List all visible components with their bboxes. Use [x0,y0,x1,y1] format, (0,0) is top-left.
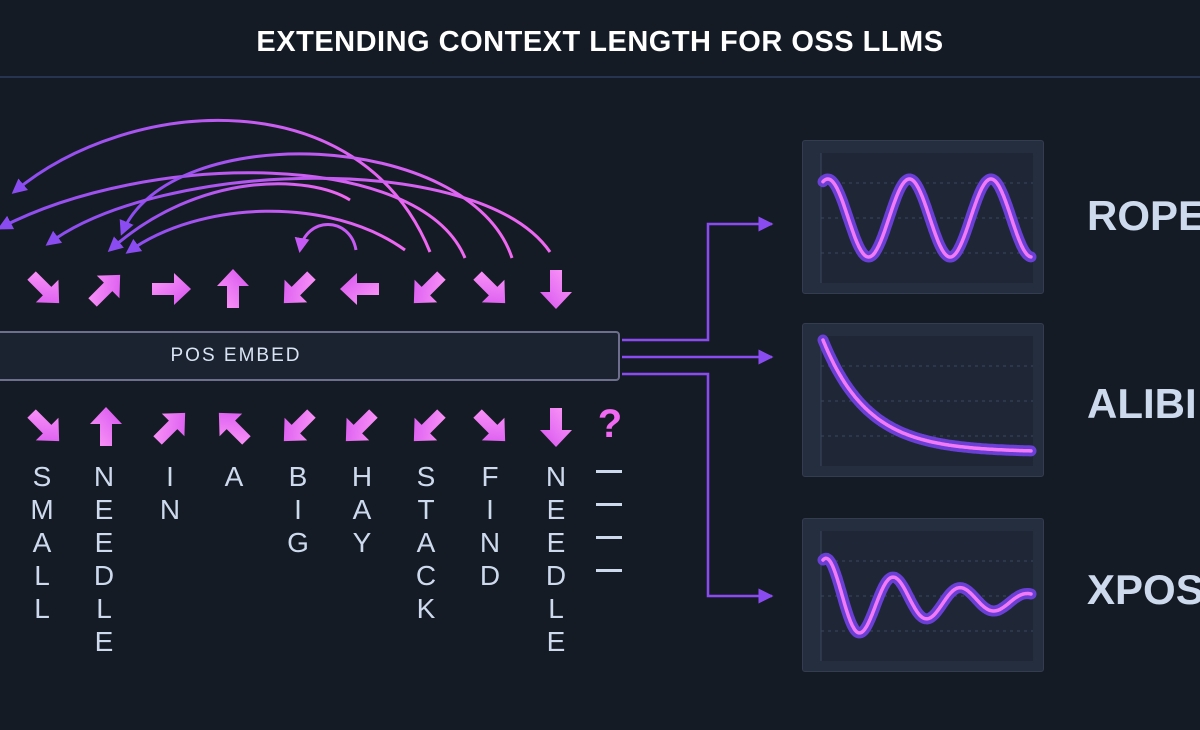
rope-chart-card [802,140,1044,294]
blank-token [596,536,622,539]
token-letter: E [546,494,566,525]
top-arrow-down-icon [540,270,572,309]
attention-arc [45,176,552,253]
token-letter: D [545,560,567,591]
page-title: EXTENDING CONTEXT LENGTH FOR OSS LLMS [256,26,944,58]
attention-arc [125,209,406,254]
token-letter: E [94,626,114,657]
token-letter: I [486,494,494,525]
token-letter: A [416,527,436,558]
token-letter: L [34,560,50,591]
attention-arc [0,171,467,259]
connector-xpos [622,372,774,604]
blank-token [596,470,622,473]
token-letter: S [416,461,436,492]
attention-arc-short [294,223,358,253]
pos-embed-bar: POS EMBED [0,331,620,381]
bottom-position-arrows [27,407,572,447]
top-arrow-down-left-icon [283,271,316,304]
token-letter: I [294,494,302,525]
token-letter: E [94,494,114,525]
top-arrow-up-icon [217,269,249,308]
token-letter: L [96,593,112,624]
top-arrow-up-right-icon [88,274,121,307]
token-letter: F [481,461,499,492]
token-letter: H [351,461,373,492]
token-letter: G [287,527,309,558]
token-letter: N [479,527,501,558]
token-letter: N [545,461,567,492]
xpos-curve [821,556,1033,635]
token-letter: D [479,560,501,591]
alibi-curve [821,338,1033,453]
top-arrow-down-right-icon [27,271,60,304]
bottom-arrow-down-left-icon [283,409,316,442]
header-divider [0,76,1200,78]
bottom-arrow-up-left-icon [218,412,251,445]
method-label-rope: ROPE [1087,192,1200,239]
token-letter: I [166,461,174,492]
xpos-chart-card [802,518,1044,672]
bottom-arrow-down-left-icon [345,409,378,442]
token-letter: N [93,461,115,492]
token-word: A [214,460,254,493]
pos-embed-label: POS EMBED [170,345,302,366]
blank-tokens [596,470,622,602]
bottom-arrow-up-icon [90,407,122,446]
token-letter: Y [352,527,372,558]
top-arrow-right-icon [152,273,191,305]
bottom-arrow-down-icon [540,408,572,447]
connector-rope [622,216,774,342]
blank-token [596,569,622,572]
bottom-arrow-up-right-icon [153,412,186,445]
token-letter: A [352,494,372,525]
top-arrow-down-right-icon [473,271,506,304]
token-letter: L [548,593,564,624]
bottom-arrow-down-right-icon [27,409,60,442]
top-arrow-down-left-icon [413,271,446,304]
bottom-arrow-down-right-icon [473,409,506,442]
attention-arc [11,118,432,253]
token-letter: A [224,461,244,492]
token-letter: A [32,527,52,558]
unknown-token: ? [597,402,623,446]
method-label-alibi: ALIBI [1087,380,1197,427]
token-letter: T [417,494,435,525]
top-position-arrows [27,269,572,309]
alibi-chart-card [802,323,1044,477]
blank-token [596,503,622,506]
token-letter: M [30,494,54,525]
token-letter: L [34,593,50,624]
token-letter: S [32,461,52,492]
token-letter: E [94,527,114,558]
top-arrow-left-icon [340,273,379,305]
bottom-arrow-down-left-icon [413,409,446,442]
token-letter: D [93,560,115,591]
token-letter: K [416,593,436,624]
attention-arc [107,182,351,252]
token-letter: B [288,461,308,492]
token-letter: N [159,494,181,525]
token-letter: E [546,527,566,558]
token-letter: C [415,560,437,591]
token-letter: E [546,626,566,657]
rope-curve [821,177,1033,259]
attention-arc [119,152,514,259]
method-label-xpos: XPOS [1087,566,1200,613]
